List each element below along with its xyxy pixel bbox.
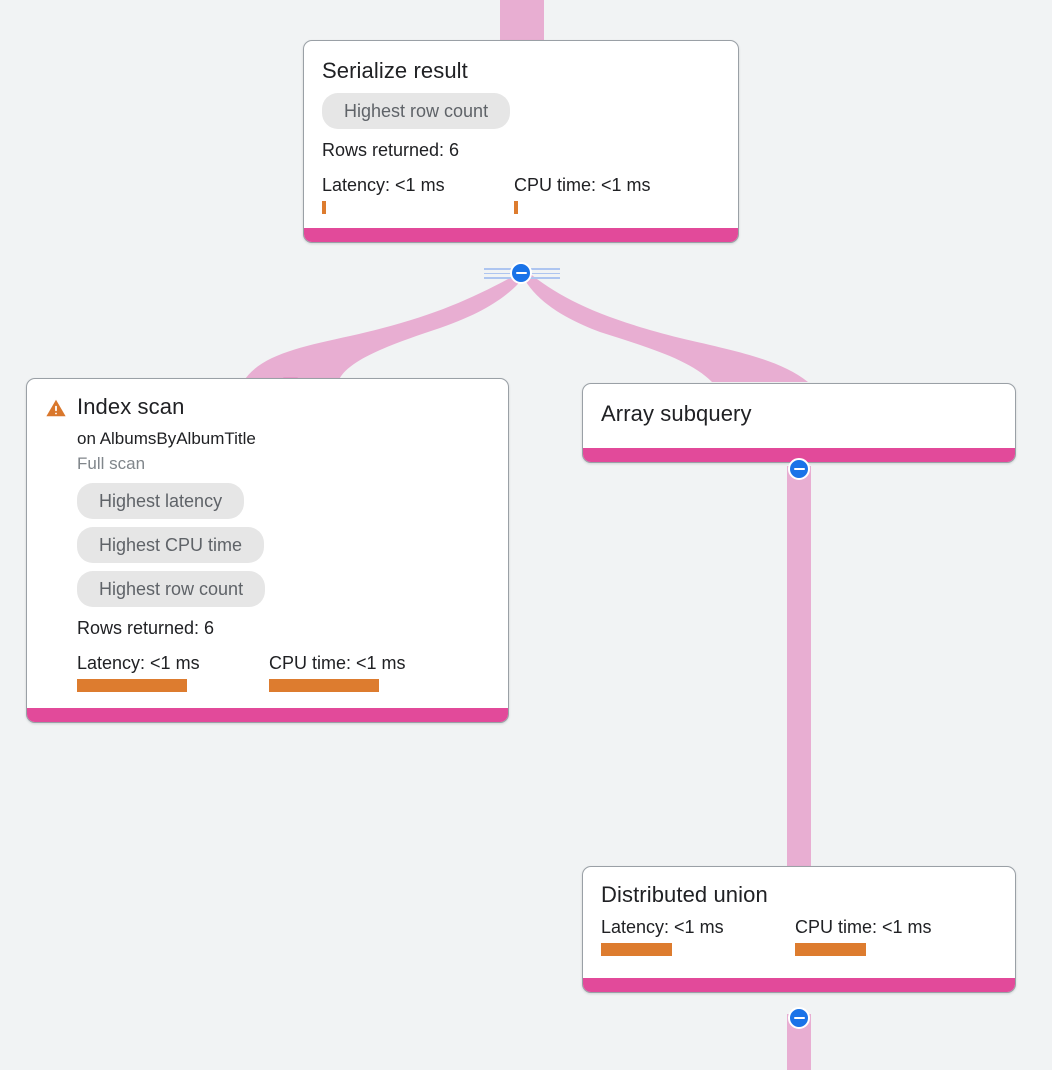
- badge-list: Highest row count: [322, 85, 720, 129]
- node-accent-bar: [583, 448, 1015, 462]
- collapse-toggle-distributed-union[interactable]: [788, 1007, 810, 1029]
- metrics: Latency: <1 ms CPU time: <1 ms: [601, 916, 997, 956]
- metric-cpu-time-bar: [514, 201, 518, 214]
- metric-cpu-time: CPU time: <1 ms: [269, 652, 406, 692]
- metric-latency: Latency: <1 ms: [322, 174, 514, 214]
- node-body: Array subquery: [583, 384, 1015, 448]
- node-title: Index scan: [77, 394, 185, 419]
- badge-highest-row-count: Highest row count: [77, 571, 266, 607]
- edge-offscreen-to-serialize: [500, 0, 544, 44]
- metrics: Latency: <1 ms CPU time: <1 ms: [77, 652, 406, 692]
- node-body: Serialize result Highest row count Rows …: [304, 41, 738, 228]
- node-title: Distributed union: [601, 882, 768, 907]
- edge-array-subquery-to-distributed-union: [787, 466, 811, 870]
- node-header: Index scan on AlbumsByAlbumTitle Full sc…: [45, 393, 490, 692]
- metric-cpu-time-bar: [269, 679, 379, 692]
- rows-returned: Rows returned: 6: [77, 618, 215, 638]
- node-serialize-result[interactable]: Serialize result Highest row count Rows …: [303, 40, 739, 243]
- node-title: Array subquery: [601, 401, 752, 426]
- collapse-toggle-array-subquery[interactable]: [788, 458, 810, 480]
- edge-serialize-to-array-subquery: [522, 272, 808, 382]
- badge-highest-row-count: Highest row count: [322, 93, 511, 129]
- node-accent-bar: [583, 978, 1015, 992]
- node-subtitle: on AlbumsByAlbumTitle: [77, 429, 256, 448]
- badge-list: Highest row count: [77, 563, 406, 607]
- metric-latency-bar: [322, 201, 326, 214]
- metric-cpu-time-bar: [795, 943, 866, 956]
- metric-cpu-time-label: CPU time: <1 ms: [795, 917, 932, 937]
- badge-highest-latency: Highest latency: [77, 483, 245, 519]
- warning-triangle-icon: [46, 399, 66, 417]
- badge-highest-cpu-time: Highest CPU time: [77, 527, 265, 563]
- node-accent-bar: [304, 228, 738, 242]
- rows-returned: Rows returned: 6: [322, 140, 460, 160]
- metric-cpu-time: CPU time: <1 ms: [514, 174, 651, 214]
- metric-latency-label: Latency: <1 ms: [77, 653, 200, 673]
- edge-serialize-to-index-scan: [243, 272, 527, 382]
- metric-cpu-time-label: CPU time: <1 ms: [269, 653, 406, 673]
- metric-cpu-time: CPU time: <1 ms: [795, 916, 932, 956]
- collapse-toggle-serialize-result[interactable]: [510, 262, 532, 284]
- badge-list: Highest CPU time: [77, 519, 406, 563]
- node-body: Distributed union Latency: <1 ms CPU tim…: [583, 867, 1015, 978]
- node-scan-type: Full scan: [77, 454, 146, 473]
- node-header: Serialize result: [322, 57, 720, 85]
- node-index-scan[interactable]: Index scan on AlbumsByAlbumTitle Full sc…: [26, 378, 509, 723]
- node-body: Index scan on AlbumsByAlbumTitle Full sc…: [27, 379, 508, 708]
- metrics: Latency: <1 ms CPU time: <1 ms: [322, 174, 720, 214]
- node-title: Serialize result: [322, 58, 468, 83]
- node-accent-bar: [27, 708, 508, 722]
- metric-latency-bar: [601, 943, 672, 956]
- metric-latency: Latency: <1 ms: [77, 652, 269, 692]
- metric-latency: Latency: <1 ms: [601, 916, 795, 956]
- metric-latency-label: Latency: <1 ms: [322, 175, 445, 195]
- node-array-subquery[interactable]: Array subquery: [582, 383, 1016, 463]
- metric-latency-label: Latency: <1 ms: [601, 917, 724, 937]
- node-distributed-union[interactable]: Distributed union Latency: <1 ms CPU tim…: [582, 866, 1016, 993]
- metric-latency-bar: [77, 679, 187, 692]
- node-header-text: Index scan on AlbumsByAlbumTitle Full sc…: [77, 393, 406, 692]
- badge-list: Highest latency: [77, 475, 406, 519]
- metric-cpu-time-label: CPU time: <1 ms: [514, 175, 651, 195]
